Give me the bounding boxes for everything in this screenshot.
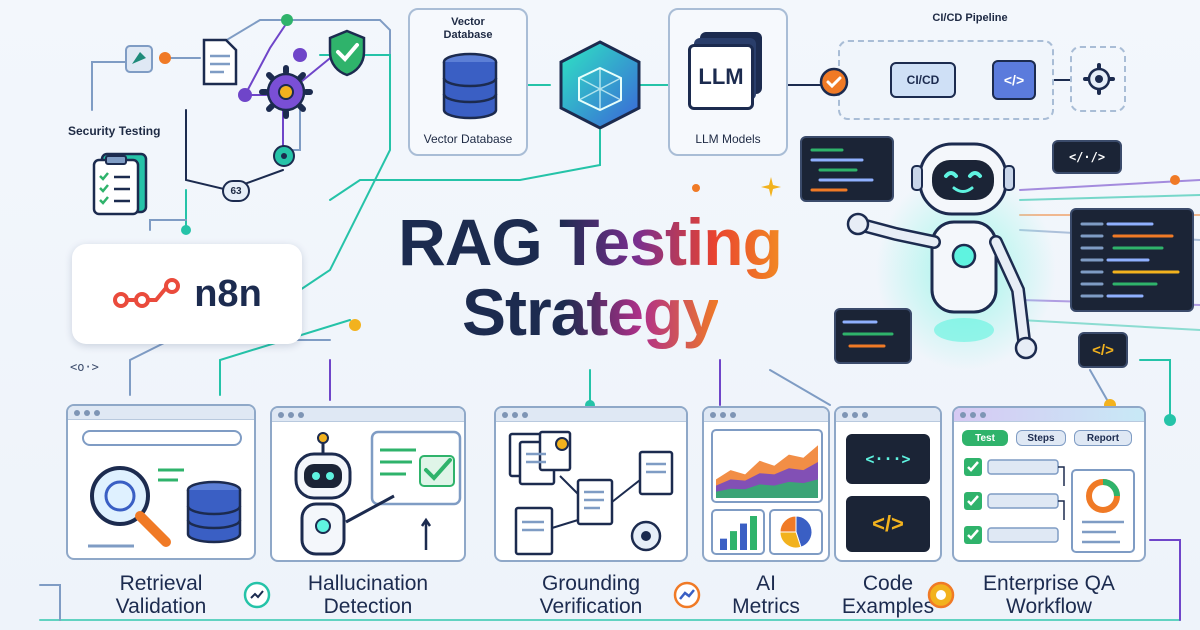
hallucination-detection-label: Hallucination Detection [307,572,429,619]
plugin-icon [125,45,153,73]
llm-models-label: LLM Models [695,132,761,146]
gear-icon [259,65,313,119]
code-lines-icon [810,148,874,192]
code-examples-label: Code Examples [841,572,935,619]
title-testing: Testing [559,205,783,279]
n8n-logo-text: n8n [194,272,262,315]
workflow-steps-icon [964,458,1135,553]
shield-check-icon [328,29,366,77]
code-panel-bottom: </> [846,496,930,552]
pie-slice-1 [795,515,813,548]
area-series-3 [716,479,818,498]
grounding-verification-label: Grounding Verification [539,572,643,619]
hallucination-illustration-icon [294,430,462,556]
hallucination-panel[interactable] [270,406,466,562]
small-badge: 63 [222,180,250,202]
robot-code-tag: </> [1078,332,1128,368]
metric-bar-2 [730,531,737,550]
database-icon [442,52,498,120]
code-panel-top: <···> [846,434,930,484]
workflow-report-pill[interactable]: Report [1074,430,1132,446]
pie-slice-2 [779,531,802,549]
metric-bar-1 [720,538,727,550]
vector-database-card[interactable]: Vector Database Vector Database [408,8,528,156]
vector-database-label: Vector Database [423,132,513,146]
title-strategy: Strategy [461,274,719,349]
grounding-illustration-icon [508,430,674,556]
security-testing-label: Security Testing [68,124,161,138]
enterprise-panel[interactable]: Test Steps Report [952,406,1146,562]
robot-speech-code: </·/> [1052,140,1122,174]
ai-metrics-label: AI Metrics [732,572,800,619]
n8n-code-hint: <o·> [70,360,99,374]
search-bar [82,430,242,446]
cicd-pipeline-label: CI/CD Pipeline [932,12,1008,24]
code-tag-box[interactable]: </> [992,60,1036,100]
code-editor-lines-icon [1080,222,1180,298]
cicd-box[interactable]: CI/CD [890,62,956,98]
ai-metrics-panel[interactable] [702,406,830,562]
ai-metrics-chart [711,429,823,555]
page-title: RAG Testing Strategy [330,205,850,349]
code-editor-panel [1070,208,1194,312]
robot-mascot-icon [846,142,1056,370]
embedding-cube-icon [559,40,641,130]
node-icon [273,145,295,167]
code-lines-small-icon [842,320,894,348]
retrieval-validation-label: Retrieval Validation [115,572,207,619]
metric-bar-3 [740,523,747,550]
workflow-test-pill[interactable]: Test [962,430,1008,446]
sparkle-small-icon [692,184,700,192]
sparkle-icon [761,177,781,197]
chart-link-icon [243,581,271,609]
deploy-slot [1070,46,1126,112]
metric-bar-4 [750,516,757,550]
grounding-panel[interactable] [494,406,688,562]
retrieval-panel[interactable] [66,404,256,560]
llm-models-card[interactable]: LLM LLM Models [668,8,788,156]
clipboard-checklist-icon [92,152,148,216]
robot-code-bubble [800,136,894,202]
document-icon [202,38,238,86]
code-examples-panel[interactable]: <···> </> [834,406,942,562]
n8n-logo-icon [113,278,181,308]
deploy-gear-icon [1083,63,1115,95]
check-circle-icon [819,67,849,97]
settings-circle-icon [927,581,955,609]
title-rag: RAG [398,205,560,279]
trend-icon [673,581,701,609]
robot-code-bubble-small [834,308,912,364]
llm-box: LLM [688,44,754,110]
n8n-logo-card[interactable]: n8n [72,244,302,344]
enterprise-qa-workflow-label: Enterprise QA Workflow [983,572,1115,619]
vector-database-top-label: Vector Database [443,16,493,42]
workflow-steps-pill[interactable]: Steps [1016,430,1066,446]
pie-slice-3 [779,515,797,533]
retrieval-illustration-icon [88,466,242,548]
